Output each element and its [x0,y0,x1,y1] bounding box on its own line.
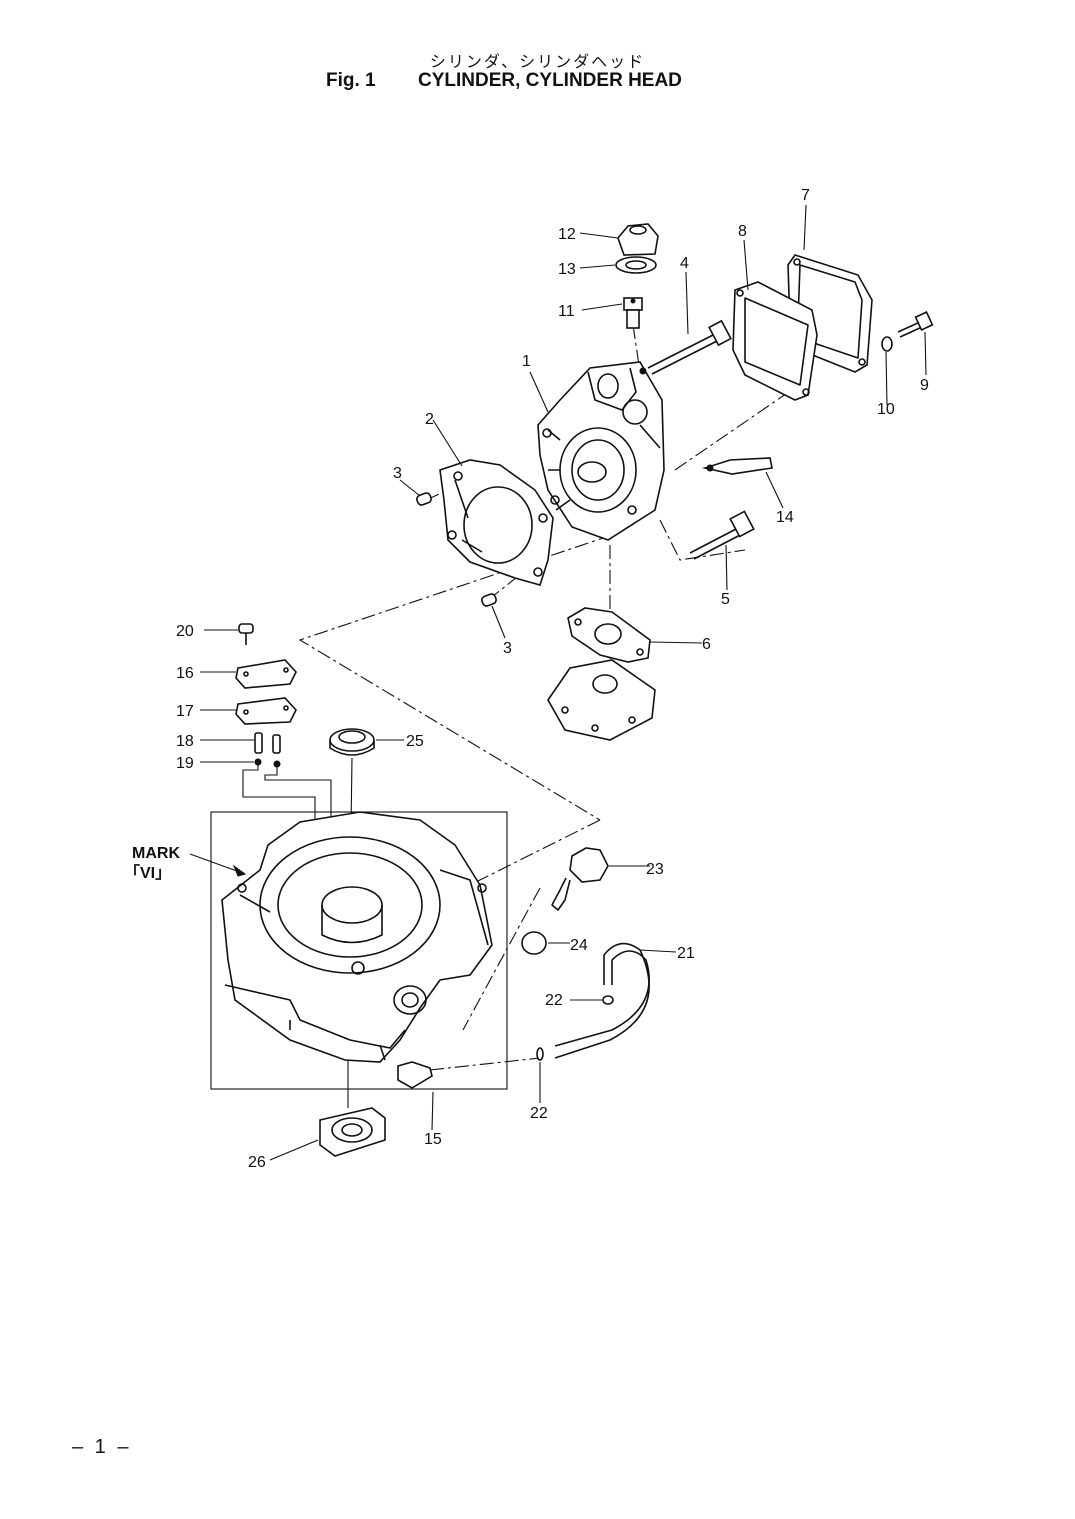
callout-20: 20 [176,623,194,640]
mark-label-line1: MARK [132,845,180,862]
callout-17: 17 [176,703,194,720]
callout-11: 11 [558,303,575,320]
callout-12: 12 [558,226,576,243]
gasket-part-13 [615,256,657,274]
figure-title: Fig. 1 CYLINDER, CYLINDER HEAD [326,70,682,92]
head-gasket-part-2 [439,459,554,586]
pin-part-18 [254,732,281,754]
dowel-pin-part-3 [416,492,497,607]
cylinder-head-part-1 [537,361,665,541]
callout-18: 18 [176,733,194,750]
callout-9: 9 [920,377,929,394]
callout-7: 7 [801,187,810,204]
oil-cap-part-23 [551,847,609,911]
hose-part-21 [554,942,650,1059]
callout-numbers: 1 2 3 3 4 5 6 7 8 9 10 11 12 13 14 15 16… [176,187,929,1171]
callout-2: 2 [425,411,434,428]
bolt-part-5 [689,510,755,560]
callout-3-lower: 3 [503,640,512,657]
callout-19: 19 [176,755,194,772]
leader-lines [189,204,927,1161]
head-bolt-part-4 [647,319,732,375]
callout-1: 1 [522,353,531,370]
callout-21: 21 [677,945,695,962]
figure-title-text: CYLINDER, CYLINDER HEAD [418,70,682,91]
plate-part-16 [235,659,297,689]
mark-label-line2: ｢VI｣ [132,865,164,882]
cover-gasket-part-8 [732,281,818,401]
spark-plug-part-14 [701,457,773,475]
mark-label: MARK ｢VI｣ [132,844,180,884]
callout-23: 23 [646,861,664,878]
callout-22-upper: 22 [545,992,563,1009]
clip-part-22 [536,995,614,1061]
callout-26: 26 [248,1154,266,1171]
bearing-part-26 [319,1060,386,1157]
callout-8: 8 [738,223,747,240]
gasket-part-17 [235,697,297,725]
gasket-part-6 [547,607,656,741]
o-ring-part-19 [242,758,332,858]
figure-number: Fig. 1 [326,70,376,91]
callout-24: 24 [570,937,588,954]
washer-part-10 [881,336,893,352]
title-japanese: シリンダ、シリンダヘッド [429,52,646,71]
screw-part-20 [238,623,254,645]
callout-16: 16 [176,665,194,682]
callout-4: 4 [680,255,689,272]
callout-13: 13 [558,261,576,278]
thermostat-cover-part-12 [617,223,659,256]
callout-5: 5 [721,591,730,608]
callout-22-lower: 22 [530,1105,548,1122]
o-ring-part-24 [521,931,547,955]
page-number: – 1 – [72,1436,132,1458]
callout-10: 10 [877,401,895,418]
crankcase-part-15 [210,811,508,1090]
callout-14: 14 [776,509,794,526]
callout-15: 15 [424,1131,442,1148]
bolt-part-9 [897,311,934,338]
thermostat-part-11 [623,297,643,329]
callout-3-upper: 3 [393,465,402,482]
callout-6: 6 [702,636,711,653]
callout-25: 25 [406,733,424,750]
